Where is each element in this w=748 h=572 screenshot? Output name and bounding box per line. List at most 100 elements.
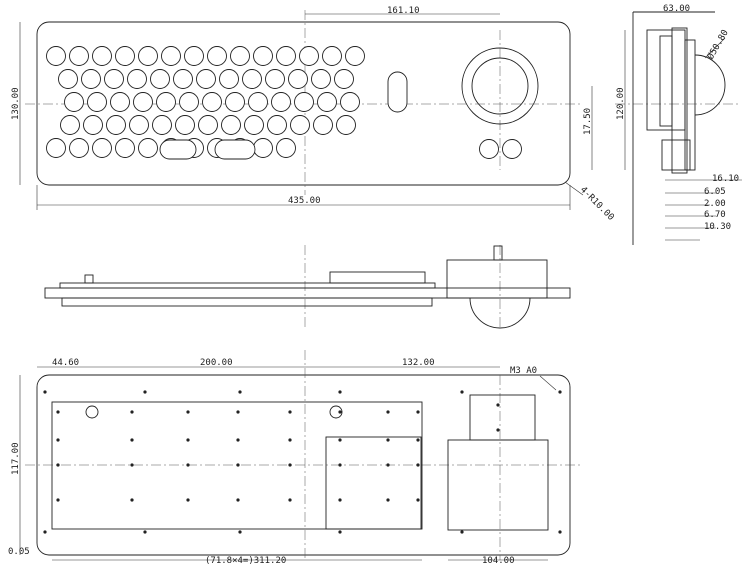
key[interactable]: [110, 92, 130, 112]
front-view: [44, 245, 571, 330]
key[interactable]: [46, 46, 66, 66]
mounting-hole: [288, 410, 292, 414]
key[interactable]: [225, 92, 245, 112]
dim-d4: 6.70: [704, 210, 726, 220]
key[interactable]: [276, 46, 296, 66]
key[interactable]: [58, 69, 78, 89]
key[interactable]: [69, 46, 89, 66]
key[interactable]: [242, 69, 262, 89]
mounting-hole: [338, 390, 342, 394]
key[interactable]: [64, 92, 84, 112]
key[interactable]: [129, 115, 149, 135]
key[interactable]: [219, 69, 239, 89]
wide-key[interactable]: [214, 139, 256, 160]
mounting-hole: [416, 498, 420, 502]
key[interactable]: [244, 115, 264, 135]
mounting-hole: [186, 438, 190, 442]
key[interactable]: [184, 46, 204, 66]
key[interactable]: [87, 92, 107, 112]
mounting-hole: [558, 390, 562, 394]
trackball-button[interactable]: [502, 139, 522, 159]
key[interactable]: [133, 92, 153, 112]
key[interactable]: [175, 115, 195, 135]
key[interactable]: [104, 69, 124, 89]
key[interactable]: [299, 46, 319, 66]
key[interactable]: [253, 138, 273, 158]
key[interactable]: [290, 115, 310, 135]
key[interactable]: [92, 138, 112, 158]
mounting-hole: [186, 410, 190, 414]
top-view: 161.10 130.00 17.50 435.00 4-R10.00: [11, 6, 616, 223]
key[interactable]: [161, 46, 181, 66]
mounting-hole: [130, 438, 134, 442]
mounting-hole: [460, 390, 464, 394]
key[interactable]: [196, 69, 216, 89]
key[interactable]: [138, 46, 158, 66]
bottom-view: 44.60 200.00 132.00 M3 A0 117.00 0.05 (7…: [8, 350, 580, 566]
mounting-hole: [56, 438, 60, 442]
key[interactable]: [288, 69, 308, 89]
key-grid: [46, 46, 522, 160]
key[interactable]: [152, 115, 172, 135]
key[interactable]: [311, 69, 331, 89]
key[interactable]: [345, 46, 365, 66]
key[interactable]: [267, 115, 287, 135]
key[interactable]: [173, 69, 193, 89]
key[interactable]: [179, 92, 199, 112]
key[interactable]: [115, 138, 135, 158]
key[interactable]: [202, 92, 222, 112]
key[interactable]: [156, 92, 176, 112]
key[interactable]: [322, 46, 342, 66]
mounting-hole: [416, 463, 420, 467]
dim-bottom-height: 117.00: [11, 442, 21, 475]
mounting-hole: [338, 438, 342, 442]
key[interactable]: [248, 92, 268, 112]
side-view: 63.00 120.00 Ø50.80 16.10 6.05 2.00 6.70…: [615, 4, 742, 245]
key[interactable]: [198, 115, 218, 135]
dim-bottom-pattern: (71.8×4=)311.20: [205, 556, 286, 566]
key[interactable]: [294, 92, 314, 112]
dim-ball-diameter: Ø50.80: [705, 28, 731, 62]
key[interactable]: [60, 115, 80, 135]
key[interactable]: [207, 46, 227, 66]
key[interactable]: [271, 92, 291, 112]
dim-bottom-span-b: 132.00: [402, 358, 435, 368]
mounting-hole: [558, 530, 562, 534]
mounting-hole: [338, 463, 342, 467]
mounting-hole: [386, 463, 390, 467]
key[interactable]: [138, 138, 158, 158]
wide-key[interactable]: [159, 139, 197, 160]
mounting-hole: [56, 463, 60, 467]
key[interactable]: [127, 69, 147, 89]
key[interactable]: [336, 115, 356, 135]
tall-key[interactable]: [387, 71, 408, 113]
key[interactable]: [253, 46, 273, 66]
mounting-hole: [130, 498, 134, 502]
mounting-hole: [288, 463, 292, 467]
key[interactable]: [340, 92, 360, 112]
key[interactable]: [115, 46, 135, 66]
key[interactable]: [46, 138, 66, 158]
mounting-hole: [143, 390, 147, 394]
key[interactable]: [92, 46, 112, 66]
key[interactable]: [150, 69, 170, 89]
mounting-hole: [56, 410, 60, 414]
key[interactable]: [230, 46, 250, 66]
key[interactable]: [265, 69, 285, 89]
mounting-hole: [386, 498, 390, 502]
dim-d3: 2.00: [704, 199, 726, 209]
key[interactable]: [106, 115, 126, 135]
key[interactable]: [221, 115, 241, 135]
key[interactable]: [69, 138, 89, 158]
key[interactable]: [317, 92, 337, 112]
key[interactable]: [81, 69, 101, 89]
mounting-hole: [288, 438, 292, 442]
trackball-button[interactable]: [479, 139, 499, 159]
dim-bottom-span-a: 200.00: [200, 358, 233, 368]
key[interactable]: [276, 138, 296, 158]
key[interactable]: [83, 115, 103, 135]
key[interactable]: [334, 69, 354, 89]
mounting-hole: [338, 410, 342, 414]
key[interactable]: [313, 115, 333, 135]
dim-corner-radius: 4-R10.00: [578, 185, 616, 223]
